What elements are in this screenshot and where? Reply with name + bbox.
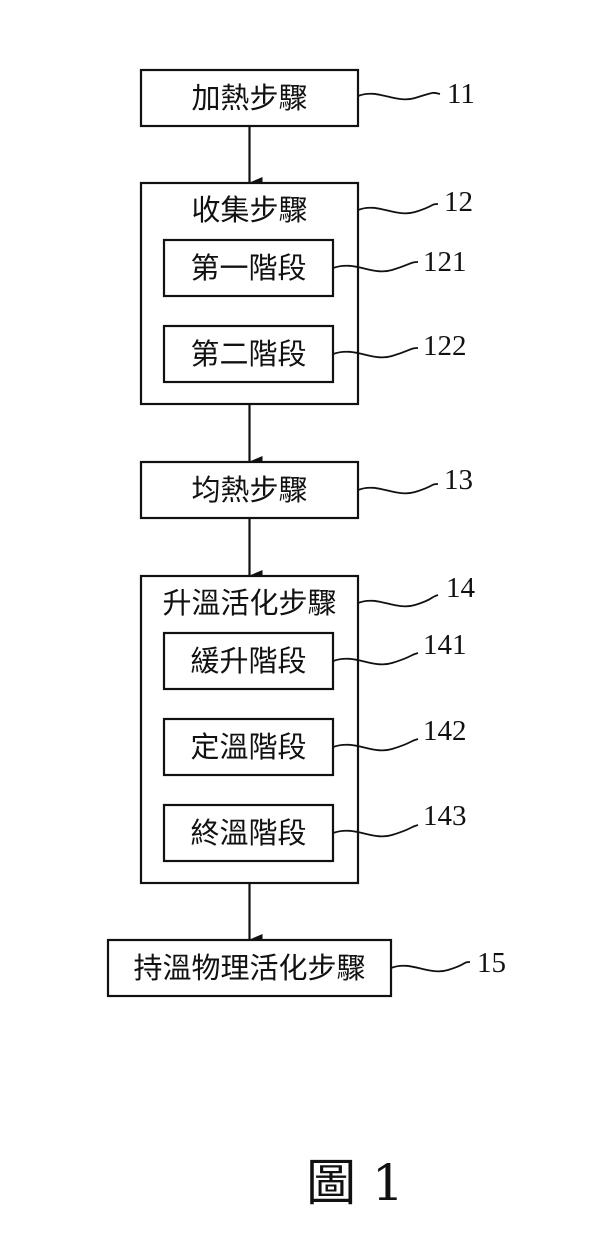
step-holding-physical-activation: 持溫物理活化步驟 xyxy=(106,938,393,998)
leader-121 xyxy=(332,261,419,273)
step-collection: 收集步驟 第一階段 第二階段 xyxy=(139,181,360,406)
leader-143 xyxy=(332,824,419,838)
leader-142 xyxy=(332,738,419,752)
ref-143: 143 xyxy=(423,800,467,832)
leader-11 xyxy=(357,91,441,101)
step-collection-label: 收集步驟 xyxy=(191,193,307,227)
leader-14 xyxy=(357,594,439,608)
leader-13 xyxy=(357,483,439,495)
ref-14: 14 xyxy=(446,572,476,604)
ref-121: 121 xyxy=(423,246,467,278)
substep-first-stage-label: 第一階段 xyxy=(190,251,306,285)
substep-second-stage: 第二階段 xyxy=(162,324,335,384)
substep-constant-temp-stage-label: 定溫階段 xyxy=(190,730,306,764)
step-heating: 加熱步驟 xyxy=(139,68,360,128)
substep-second-stage-label: 第二階段 xyxy=(190,337,306,371)
ref-122: 122 xyxy=(423,330,467,362)
substep-final-temp-stage-label: 終溫階段 xyxy=(190,816,306,850)
leader-122 xyxy=(332,347,419,359)
substep-slow-rise-stage-label: 緩升階段 xyxy=(190,644,306,678)
ref-12: 12 xyxy=(444,186,473,218)
leader-141 xyxy=(332,652,419,666)
ref-15: 15 xyxy=(477,947,506,979)
substep-slow-rise-stage: 緩升階段 xyxy=(162,631,335,691)
substep-final-temp-stage: 終溫階段 xyxy=(162,803,335,863)
step-soaking-label: 均熱步驟 xyxy=(191,473,307,507)
ref-11: 11 xyxy=(447,78,475,110)
figure-caption: 圖 1 xyxy=(306,1154,404,1212)
substep-constant-temp-stage: 定溫階段 xyxy=(162,717,335,777)
ref-142: 142 xyxy=(423,715,467,747)
leader-12 xyxy=(357,203,439,215)
ref-13: 13 xyxy=(444,464,473,496)
substep-first-stage: 第一階段 xyxy=(162,238,335,298)
step-heating-activation-label: 升溫活化步驟 xyxy=(162,586,336,620)
step-heating-label: 加熱步驟 xyxy=(191,81,307,115)
ref-141: 141 xyxy=(423,629,467,661)
step-heating-activation: 升溫活化步驟 緩升階段 定溫階段 終溫階段 xyxy=(139,574,360,885)
step-holding-physical-activation-label: 持溫物理活化步驟 xyxy=(133,951,365,985)
step-soaking: 均熱步驟 xyxy=(139,460,360,520)
leader-15 xyxy=(390,961,471,973)
